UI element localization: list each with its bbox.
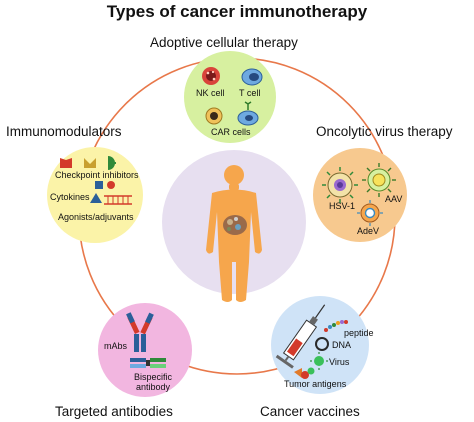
bispecific-antibody-icon [130,358,166,368]
peptide-icon [324,320,348,332]
targeted-antibodies-title: Targeted antibodies [55,404,173,419]
cancer-vaccines-title: Cancer vaccines [260,404,360,419]
checkpoint-inhibitors-label: Checkpoint inhibitors [55,170,139,180]
syringe-icon [275,304,326,369]
nk-cell-label: NK cell [196,88,225,98]
aav-virus-icon [362,163,396,197]
virus-label: Virus [329,357,350,367]
peptide-label: peptide [344,328,374,338]
checkpoint-inhibitor-icons [60,156,116,170]
agonist-adjuvant-icon [104,195,132,205]
cancer-vaccines-circle [271,296,369,394]
tumor-icon [223,215,247,235]
dna-label: DNA [332,340,352,350]
dna-plasmid-icon [315,337,329,351]
adev-label: AdeV [357,226,380,236]
mabs-label: mAbs [104,341,128,351]
tumor-antigens-label: Tumor antigens [284,379,347,389]
car-t-cell-icon [237,101,259,126]
cytokines-label: Cytokines [50,192,90,202]
oncolytic-virus-therapy-title: Oncolytic virus therapy [316,124,453,139]
virus-particle-icon [310,352,328,370]
car-cells-label: CAR cells [211,127,251,137]
hsv-1-virus-icon [322,167,358,203]
tumor-antigen-icon [294,367,315,379]
car-cell-icon [205,107,223,125]
diagram-title: Types of cancer immunotherapy [106,2,368,21]
nk-cell-icon [202,67,220,85]
human-body-icon [206,165,262,302]
aav-label: AAV [385,194,403,204]
bispecific-antibody-label: Bispecific antibody [133,372,172,392]
adoptive-cellular-therapy-title: Adoptive cellular therapy [150,35,298,50]
cytokine-icons [90,181,115,203]
agonists-adjuvants-label: Agonists/adjuvants [58,212,134,222]
monoclonal-antibody-icon [126,312,154,352]
t-cell-icon [241,68,263,86]
hsv-1-label: HSV-1 [329,201,356,211]
adev-virus-icon [357,200,383,226]
immunomodulators-title: Immunomodulators [6,124,122,139]
t-cell-label: T cell [239,88,261,98]
